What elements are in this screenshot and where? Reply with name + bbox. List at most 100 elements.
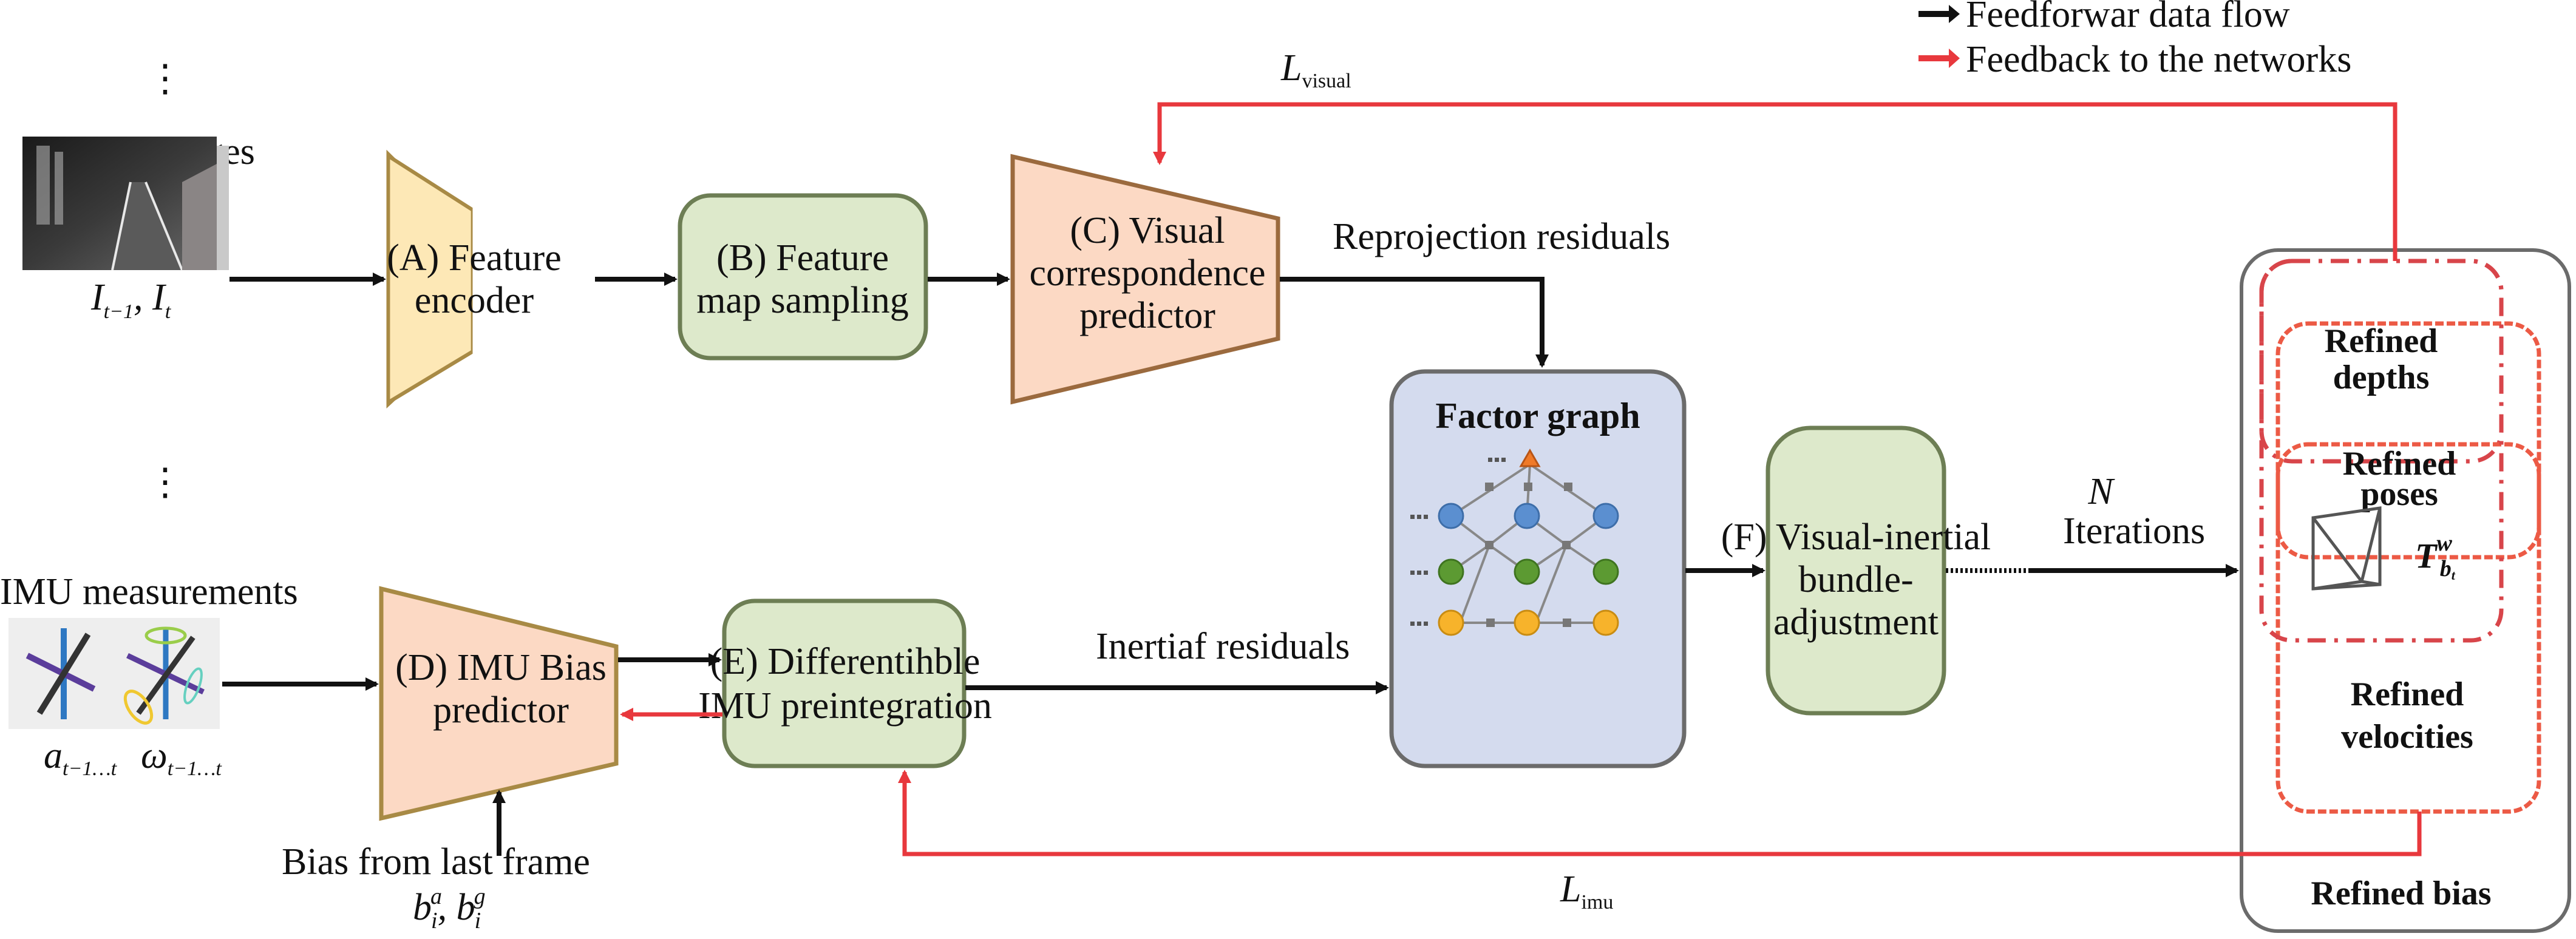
legend-feedforward-label: Feedforwar data flow — [1966, 0, 2290, 35]
velocity-node-icon — [1438, 558, 1464, 585]
imu-loss-label: Limu — [1560, 869, 1613, 914]
imu-preintegration-line2: IMU preintegration — [698, 685, 992, 727]
iterations-label: Iterations — [2063, 510, 2205, 552]
accel-symbol: at−1…t — [44, 735, 118, 780]
feature-encoder-module: (A) Feature encoder — [387, 154, 562, 405]
factor-square-icon — [1485, 483, 1494, 491]
rgb-symbol-sub1: t−1 — [104, 300, 134, 323]
visual-correspondence-trapezoid — [1010, 154, 1280, 405]
rgb-input: ⋮ RGB imiages It−1, It — [22, 58, 255, 323]
factor-triangle-node-icon — [1519, 448, 1541, 467]
legend-red-arrowhead-icon — [1949, 49, 1960, 68]
legend-feedforward: Feedforwar data flow — [1918, 0, 2290, 35]
factor-square-icon — [1562, 541, 1571, 549]
rgb-ellipsis: ⋮ — [146, 58, 184, 100]
factor-square-icon — [1563, 619, 1571, 627]
edge-labels: Reprojection residuals Inertiaf residual… — [1096, 47, 2205, 914]
feature-map-sampling-line2: map sampling — [696, 280, 909, 321]
bundle-adjustment-box — [1765, 425, 1946, 716]
gyro-symbol-sub: t−1…t — [168, 758, 223, 780]
factor-square-icon — [1524, 483, 1532, 491]
rgb-symbol-main: I — [90, 277, 106, 318]
refined-bias-label: Refined bias — [2311, 875, 2491, 912]
factor-square-icon — [1486, 619, 1495, 627]
bundle-adjustment-module: (F) Visual-inertial bundle- adjustment — [1721, 425, 1991, 716]
imu-loss-sub: imu — [1581, 891, 1613, 914]
rgb-symbol-main-2: I — [152, 277, 167, 318]
velocity-node-icon — [1514, 558, 1540, 585]
rgb-symbol-sub2: t — [165, 300, 172, 323]
visual-correspondence-line1: (C) Visual — [1070, 210, 1225, 251]
bg-sub: i — [475, 908, 481, 934]
visual-loss-sub: visual — [1302, 70, 1351, 92]
feedforward-edges — [222, 273, 2239, 856]
imu-preintegration-box — [722, 598, 967, 768]
imu-bias-line2: predictor — [433, 690, 569, 731]
imu-loss-main: L — [1560, 869, 1581, 910]
bias-node-icon — [1592, 609, 1619, 636]
rgb-symbol: It−1, It — [90, 277, 172, 323]
outputs-container — [2240, 248, 2571, 933]
bundle-adjustment-line1: (F) Visual-inertial — [1721, 517, 1991, 558]
visual-loss-label: Lvisual — [1280, 47, 1351, 92]
iterations-n-label: N — [2087, 471, 2115, 512]
refined-depths-line1: Refined — [2325, 322, 2438, 360]
reprojection-residuals-label: Reprojection residuals — [1333, 216, 1670, 257]
imu-ellipsis: ⋮ — [146, 462, 184, 503]
refined-velocities-line2: velocities — [2341, 718, 2473, 756]
feature-map-sampling-module: (B) Feature map sampling — [678, 193, 928, 361]
imu-title: IMU measurements — [0, 571, 298, 612]
factor-graph-module: Factor graph — [1389, 369, 1687, 768]
inertial-residuals-label: Inertiaf residuals — [1096, 626, 1350, 667]
legend: Feedforwar data flow Feedback to the net… — [1918, 0, 2351, 80]
refined-depths-line2: depths — [2333, 359, 2430, 396]
legend-black-arrowhead-icon — [1949, 5, 1960, 23]
rgb-image-stack-icon — [22, 137, 229, 271]
factor-square-icon — [1564, 483, 1572, 491]
bias-last-frame-title: Bias from last frame — [282, 841, 590, 883]
bias-sep: , — [438, 887, 457, 928]
bundle-adjustment-line2: bundle- — [1798, 559, 1913, 600]
factor-graph-ellipses-icon — [1410, 458, 1506, 626]
ba-sup: a — [430, 884, 442, 909]
imu-input: ⋮ IMU measurements at−1…t ωt− — [0, 462, 298, 780]
ba-sub: i — [431, 908, 438, 934]
feature-encoder-line2: encoder — [415, 280, 534, 321]
visual-correspondence-line2: correspondence — [1029, 253, 1265, 294]
accelerometer-axes-icon — [25, 628, 96, 719]
pose-node-icon — [1514, 503, 1540, 529]
svg-text:It−1, It: It−1, It — [90, 277, 172, 323]
refined-poses-line1: Refined — [2343, 445, 2456, 483]
pose-symbol-sub: b — [2440, 556, 2452, 581]
gyro-symbol-main: ω — [141, 735, 168, 776]
gyro-symbol: ωt−1…t — [141, 735, 222, 780]
visual-loss-main: L — [1280, 47, 1302, 89]
feature-encoder-line1: (A) Feature — [387, 237, 561, 279]
imu-preintegration-module: (E) Differentihble IMU preintegration — [698, 598, 992, 768]
pose-symbol-subsub: t — [2452, 568, 2456, 583]
feature-map-sampling-line1: (B) Feature — [716, 237, 889, 279]
pose-node-icon — [1592, 503, 1619, 529]
accel-symbol-sub: t−1…t — [63, 758, 118, 780]
ba-main: b — [413, 887, 432, 928]
depths-poses-outline — [2259, 259, 2504, 643]
feature-map-sampling-box — [678, 193, 928, 361]
visual-loss-feedback-arrow — [1153, 102, 2398, 261]
pose-symbol-main: T — [2415, 536, 2438, 575]
bg-main: b — [457, 887, 475, 928]
imu-preintegration-line1: (E) Differentihble — [710, 641, 980, 682]
feature-encoder-trapezoid-icon — [388, 154, 473, 405]
bg-sup: g — [474, 884, 486, 909]
refined-velocities-line1: Refined — [2351, 676, 2464, 713]
velocity-node-icon — [1592, 558, 1619, 585]
pose-node-icon — [1438, 503, 1464, 529]
factor-graph-title: Factor graph — [1435, 396, 1640, 436]
legend-feedback: Feedback to the networks — [1918, 39, 2351, 80]
pose-symbol-sup: w — [2436, 531, 2452, 556]
factor-nodes — [1438, 448, 1619, 636]
